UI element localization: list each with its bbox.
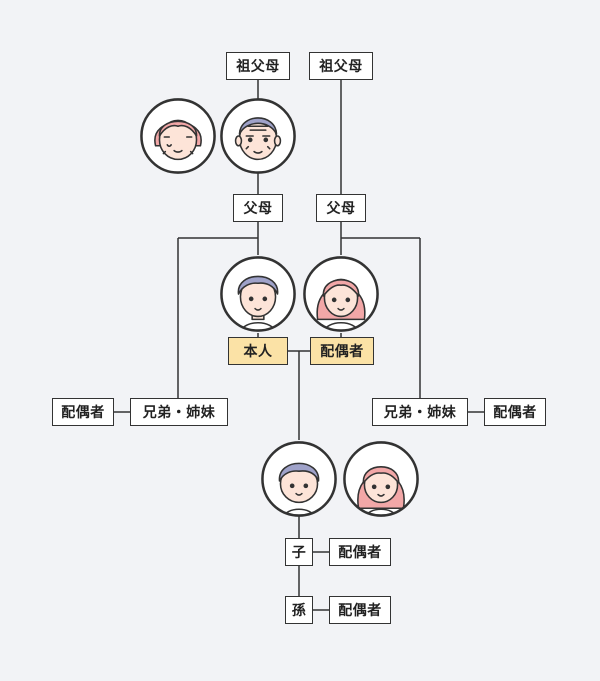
self-box: 本人	[228, 337, 288, 365]
grandparents-left-box: 祖父母	[226, 52, 290, 80]
man-icon	[220, 256, 296, 332]
spouse-box: 配偶者	[310, 337, 374, 365]
child-spouse-box: 配偶者	[329, 538, 391, 566]
woman-icon	[303, 256, 379, 332]
girl-icon	[343, 441, 419, 517]
child-box: 子	[285, 538, 313, 566]
siblings-left-spouse-box: 配偶者	[52, 398, 114, 426]
grandchild-box: 孫	[285, 596, 313, 624]
siblings-right-box: 兄弟・姉妹	[372, 398, 468, 426]
siblings-left-box: 兄弟・姉妹	[130, 398, 228, 426]
siblings-right-spouse-box: 配偶者	[484, 398, 546, 426]
boy-icon	[261, 441, 337, 517]
grandparents-right-box: 祖父母	[309, 52, 373, 80]
grandchild-spouse-box: 配偶者	[329, 596, 391, 624]
parents-left-box: 父母	[233, 194, 283, 222]
grandmother-icon	[140, 98, 216, 174]
grandfather-icon	[220, 98, 296, 174]
parents-right-box: 父母	[316, 194, 366, 222]
